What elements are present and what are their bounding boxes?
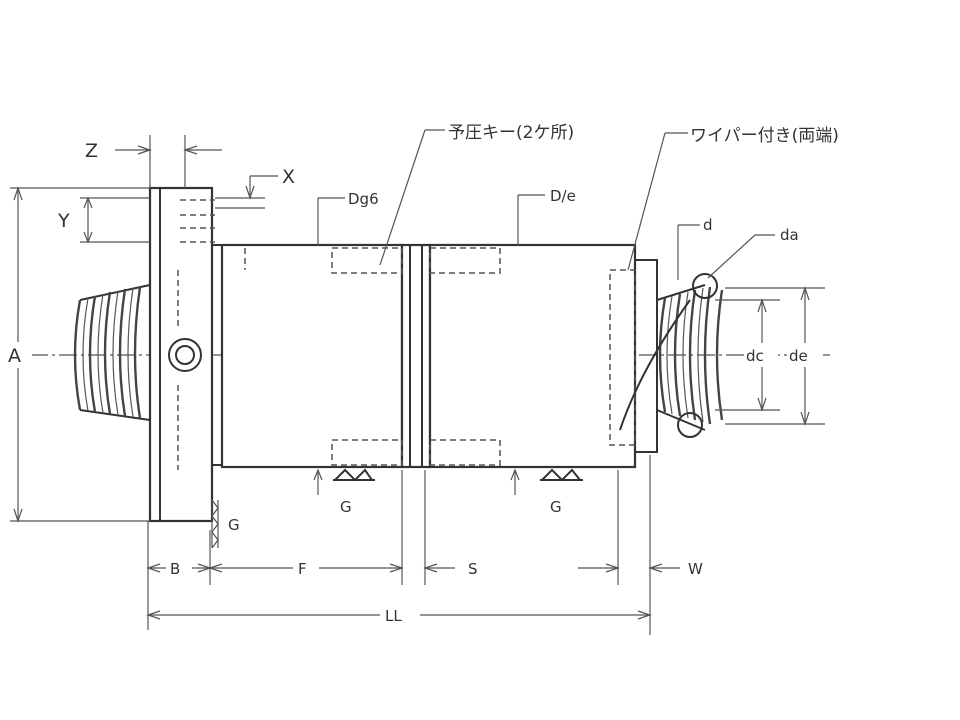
leader-preload-key [379, 129, 445, 266]
extension-lines-bottom [147, 455, 651, 635]
dim-A [4, 186, 150, 523]
left-screw-shaft [73, 284, 151, 421]
label-G-right: G [550, 498, 562, 516]
dim-F [208, 556, 404, 578]
label-preload-key: 予圧キー(2ケ所) [448, 123, 574, 143]
label-Dfe: D/e [550, 187, 576, 205]
leader-Dfe [517, 194, 545, 245]
label-X: X [282, 166, 295, 188]
label-LL: LL [385, 607, 402, 625]
nut-body [220, 243, 658, 482]
dim-de [725, 286, 825, 426]
dim-Z [115, 135, 222, 188]
right-screw-shaft [619, 273, 724, 438]
label-F: F [298, 560, 307, 578]
ground-surface-right-icon [539, 468, 583, 482]
leader-Dg6 [317, 197, 345, 245]
label-Z: Z [85, 140, 98, 162]
label-W: W [688, 560, 703, 578]
dim-G-flange [211, 499, 219, 549]
label-dc: dc [746, 347, 764, 365]
label-B: B [170, 560, 180, 578]
arrow-G-right [510, 468, 520, 495]
leader-d [677, 224, 700, 280]
label-G-flange: G [228, 516, 240, 534]
dim-dc [715, 298, 780, 412]
label-wiper: ワイパー付き(両端) [690, 126, 839, 146]
flange [148, 186, 225, 523]
dim-Y [80, 196, 150, 244]
oil-hole-icon [168, 338, 202, 372]
dim-S [423, 563, 455, 573]
label-G-left: G [340, 498, 352, 516]
label-S: S [468, 560, 478, 578]
ball-top-icon [692, 273, 718, 299]
label-d: d [703, 216, 713, 234]
arrow-G-left [313, 468, 323, 495]
dim-LL [146, 603, 652, 625]
label-da: da [780, 226, 799, 244]
label-A: A [8, 345, 21, 367]
leader-da [707, 234, 775, 279]
label-de: de [789, 347, 808, 365]
dim-W [578, 563, 680, 573]
dim-X [215, 175, 278, 209]
ball-bottom-icon [677, 412, 703, 438]
label-Dg6: Dg6 [348, 190, 379, 208]
label-Y: Y [57, 210, 70, 232]
ground-surface-left-icon [332, 468, 374, 482]
leader-wiper [627, 132, 688, 271]
